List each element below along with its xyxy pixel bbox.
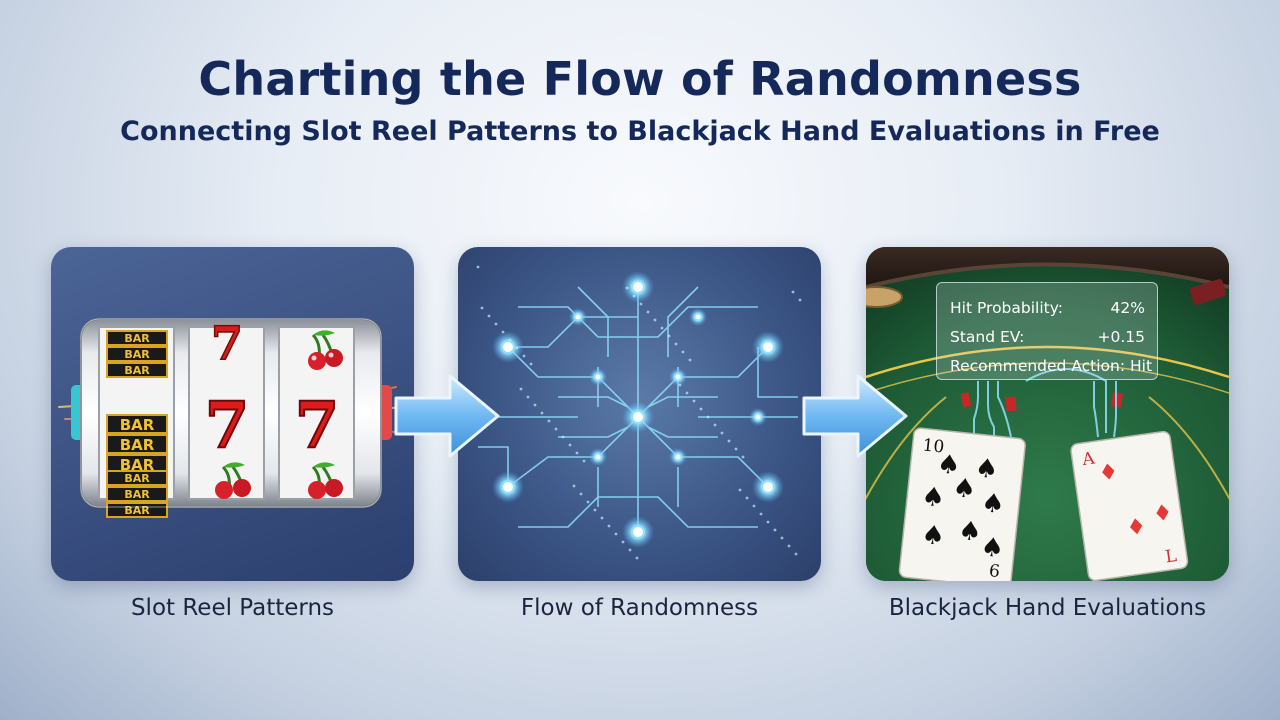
svg-text:♠: ♠ [920, 520, 946, 552]
svg-text:♦: ♦ [1125, 514, 1148, 542]
seven-symbol: 7 [211, 316, 243, 370]
flow-arrow-icon [394, 374, 500, 458]
circuit-network-illustration [476, 265, 802, 560]
card-corner: L [1164, 546, 1178, 567]
stat-row-stand-ev: Stand EV: +0.15 [950, 322, 1145, 351]
data-lines [973, 368, 1117, 442]
blackjack-table-illustration: 10 6 ♠ ♠ ♠ ♠ ♠ ♠ ♠ ♠ A L ♦ ♦ ♦ [866, 247, 1229, 581]
svg-text:♦: ♦ [1097, 459, 1120, 487]
bar-plate [106, 346, 168, 362]
bar-symbol: BAR [120, 436, 155, 454]
circuit-traces [478, 286, 798, 532]
seven-symbols: 7 7 [204, 315, 251, 464]
card-ten-of-spades: 10 6 ♠ ♠ ♠ ♠ ♠ ♠ ♠ ♠ [898, 427, 1026, 581]
caption-blackjack-hand-evaluations: Blackjack Hand Evaluations [888, 595, 1207, 621]
caption-flow-of-randomness: Flow of Randomness [520, 595, 759, 621]
bar-symbol: BAR [124, 348, 150, 361]
flow-network-panel [458, 247, 821, 581]
bar-symbol: BAR [124, 472, 150, 485]
svg-text:♠: ♠ [957, 516, 983, 548]
table-arc [866, 345, 1229, 379]
svg-text:♠: ♠ [920, 482, 946, 514]
bar-plate [106, 434, 168, 454]
svg-text:♠: ♠ [936, 449, 962, 481]
hand-evaluation-box: Hit Probability: 42% Stand EV: +0.15 Rec… [936, 282, 1158, 380]
chip-tray [866, 286, 903, 308]
card-shoe [1189, 278, 1227, 306]
stat-value: +0.15 [1097, 327, 1146, 346]
stat-label: Stand EV: [950, 327, 1025, 346]
caption-slot-reel-patterns: Slot Reel Patterns [130, 595, 335, 621]
table-rail [866, 247, 1229, 287]
stat-row-recommended-action: Recommended Action: Hit [950, 351, 1152, 380]
card-ace-of-diamonds: A L ♦ ♦ ♦ [1070, 430, 1189, 581]
blackjack-panel: 10 6 ♠ ♠ ♠ ♠ ♠ ♠ ♠ ♠ A L ♦ ♦ ♦ [866, 247, 1229, 581]
svg-text:♠: ♠ [973, 453, 999, 485]
bar-plate [106, 414, 168, 434]
stat-label: Hit Probability: [950, 298, 1063, 317]
flow-arrow-icon [802, 374, 908, 458]
circuit-nodes [476, 265, 802, 560]
svg-text:♠: ♠ [951, 473, 977, 505]
stat-value: 42% [1110, 298, 1145, 317]
bar-plate [106, 486, 168, 502]
card-rank: A [1080, 448, 1097, 470]
spade-pips: ♠ ♠ ♠ ♠ ♠ ♠ ♠ ♠ [920, 449, 1006, 564]
svg-text:♠: ♠ [979, 532, 1005, 564]
bar-symbol: BAR [120, 456, 155, 474]
seven-symbol: 7 [205, 388, 250, 463]
cherry-icon [215, 462, 251, 499]
bar-symbol: BAR [124, 364, 150, 377]
diamond-pips: ♦ ♦ ♦ [1097, 459, 1174, 542]
stat-row-hit-probability: Hit Probability: 42% [950, 293, 1145, 322]
bar-symbol: BAR [120, 416, 155, 434]
bar-plate [106, 470, 168, 486]
card-rank: 10 [922, 435, 946, 457]
svg-text:♠: ♠ [980, 488, 1006, 520]
svg-text:♦: ♦ [1151, 500, 1174, 528]
card-corner: 6 [988, 561, 1001, 581]
bar-symbol: BAR [124, 504, 150, 517]
bar-plate [106, 362, 168, 378]
cherry-icon [308, 462, 343, 499]
bar-symbol: BAR [124, 332, 150, 345]
page-title: Charting the Flow of Randomness [198, 52, 1082, 106]
stat-label: Recommended Action: Hit [950, 356, 1153, 375]
seven-symbol: 7 [295, 388, 340, 463]
cherry-icon [308, 330, 343, 370]
page-subtitle: Connecting Slot Reel Patterns to Blackja… [120, 116, 1160, 147]
bar-plate [106, 330, 168, 346]
bar-symbol: BAR [124, 488, 150, 501]
